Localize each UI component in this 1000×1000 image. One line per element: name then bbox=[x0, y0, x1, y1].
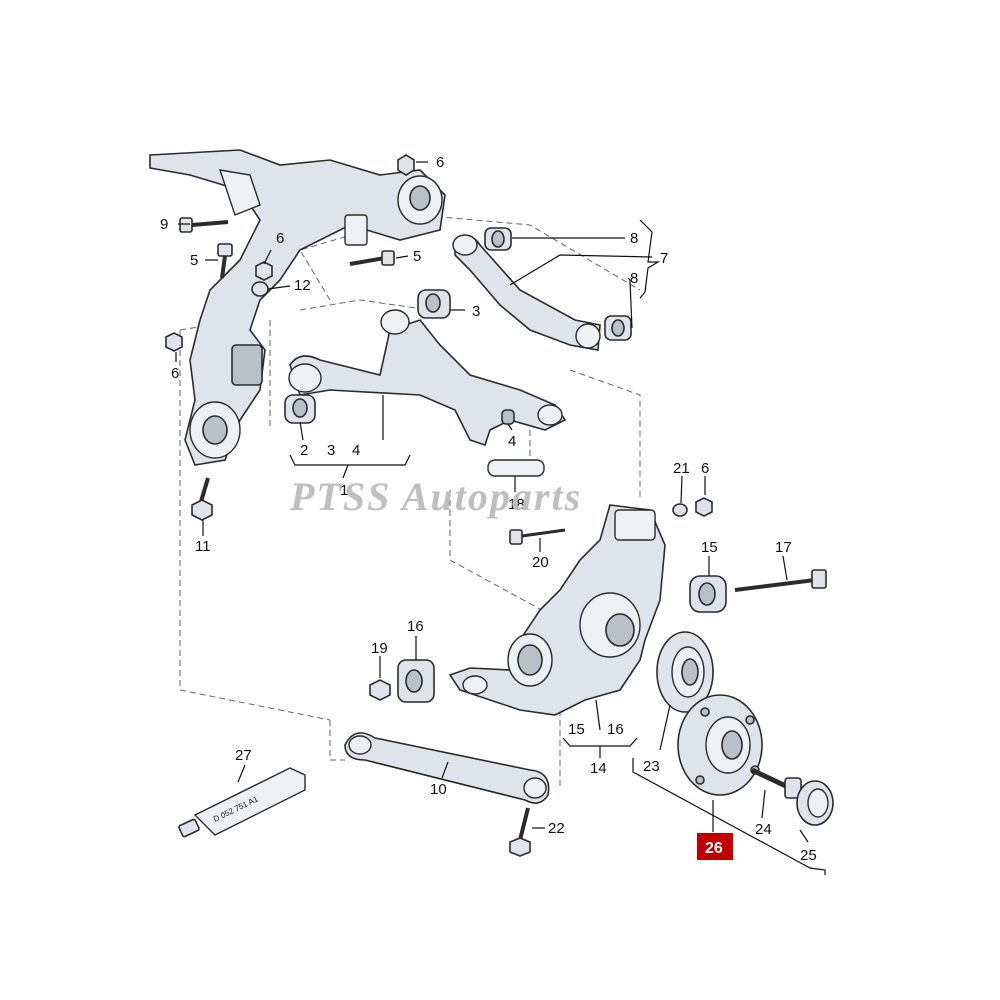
label-5-left: 5 bbox=[190, 252, 198, 269]
label-22: 22 bbox=[548, 820, 565, 837]
label-27: 27 bbox=[235, 747, 252, 764]
bolt-24 bbox=[750, 767, 802, 799]
label-3-bottom: 3 bbox=[327, 442, 335, 459]
bushing-2 bbox=[284, 394, 316, 424]
label-12: 12 bbox=[294, 277, 311, 294]
part-labels: 6 9 6 5 5 12 8 7 8 3 6 2 3 4 1 4 18 21 6… bbox=[160, 154, 817, 864]
bolt-9 bbox=[179, 217, 229, 233]
highlight-badge-26: 26 bbox=[697, 833, 733, 860]
sleeve-18 bbox=[487, 459, 545, 477]
label-25: 25 bbox=[800, 847, 817, 864]
label-5-upper: 5 bbox=[413, 248, 421, 265]
bolt-5-left bbox=[217, 243, 233, 279]
label-7: 7 bbox=[660, 250, 668, 267]
bolt-17 bbox=[734, 569, 827, 592]
label-11: 11 bbox=[195, 538, 211, 555]
subframe bbox=[149, 149, 446, 466]
watermark-text: PTSS Autoparts bbox=[289, 474, 582, 519]
label-16-group: 16 bbox=[607, 721, 624, 738]
leader-lines bbox=[175, 161, 826, 875]
label-14: 14 bbox=[590, 760, 607, 777]
label-16-bushing: 16 bbox=[407, 618, 424, 635]
label-10: 10 bbox=[430, 781, 447, 798]
bolt-20 bbox=[509, 528, 566, 545]
wheel-hub-26 bbox=[677, 694, 763, 796]
bushing-8-bottom bbox=[604, 315, 632, 341]
label-17: 17 bbox=[775, 539, 792, 556]
label-4-arm: 4 bbox=[352, 442, 360, 459]
tube-27: D 052 751 A1 bbox=[178, 767, 306, 838]
label-19: 19 bbox=[371, 640, 388, 657]
label-6-right: 6 bbox=[701, 460, 709, 477]
label-3-top: 3 bbox=[472, 303, 480, 320]
label-15-bushing: 15 bbox=[701, 539, 718, 556]
label-9: 9 bbox=[160, 216, 168, 233]
bolt-5-upper bbox=[349, 250, 395, 266]
bolt-11 bbox=[191, 477, 213, 521]
label-2: 2 bbox=[300, 442, 308, 459]
nut-19 bbox=[369, 679, 391, 701]
label-23: 23 bbox=[643, 758, 660, 775]
label-8-bottom: 8 bbox=[630, 270, 638, 287]
label-24: 24 bbox=[755, 821, 772, 838]
bolt-22 bbox=[509, 807, 531, 857]
label-26: 26 bbox=[705, 840, 723, 857]
bushing-16 bbox=[397, 659, 435, 703]
upper-link-7 bbox=[452, 234, 601, 351]
bushing-3 bbox=[417, 289, 451, 319]
label-18: 18 bbox=[508, 496, 525, 513]
bushing-15 bbox=[689, 575, 727, 613]
label-20: 20 bbox=[532, 554, 549, 571]
bushing-8-top bbox=[484, 227, 512, 251]
nut-6-top bbox=[397, 154, 415, 176]
label-8-top: 8 bbox=[630, 230, 638, 247]
label-15-group: 15 bbox=[568, 721, 585, 738]
nut-6-left-upper bbox=[255, 261, 273, 281]
label-21: 21 bbox=[673, 460, 690, 477]
label-1: 1 bbox=[340, 482, 348, 499]
label-6-top: 6 bbox=[436, 154, 444, 171]
nut-6-right bbox=[695, 497, 713, 517]
nut-6-left-lower bbox=[165, 332, 183, 352]
badge-26-background bbox=[697, 833, 733, 860]
track-control-link-10 bbox=[344, 732, 550, 804]
label-4-stop: 4 bbox=[508, 433, 516, 450]
stop-4 bbox=[501, 409, 515, 425]
label-6-upper-left: 6 bbox=[276, 230, 284, 247]
cap-25 bbox=[796, 780, 834, 826]
washer-12 bbox=[251, 281, 269, 297]
seal-23 bbox=[656, 631, 714, 713]
label-6-left: 6 bbox=[171, 365, 179, 382]
wheel-bearing-housing bbox=[448, 504, 666, 716]
washer-21 bbox=[672, 503, 688, 517]
transverse-arm bbox=[288, 309, 567, 447]
